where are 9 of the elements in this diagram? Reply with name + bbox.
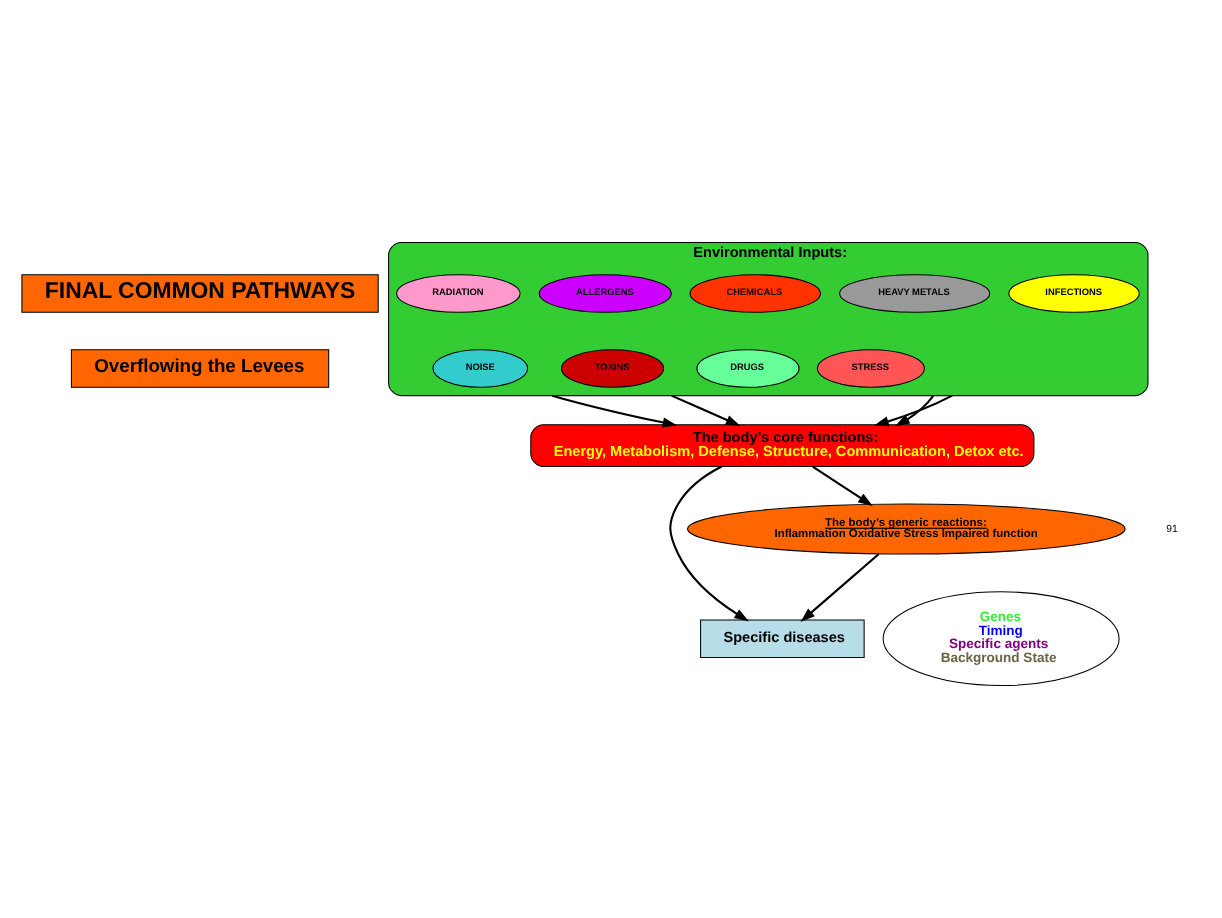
arrow bbox=[800, 552, 880, 621]
arrow bbox=[551, 393, 678, 427]
arrow bbox=[812, 464, 873, 505]
arrow bbox=[671, 393, 741, 426]
node-box: FINAL COMMON PATHWAYS bbox=[21, 273, 379, 312]
node-box: Overflowing the Levees bbox=[70, 348, 330, 387]
arrow bbox=[895, 394, 935, 426]
arrow bbox=[669, 464, 749, 621]
arrow bbox=[874, 393, 953, 426]
